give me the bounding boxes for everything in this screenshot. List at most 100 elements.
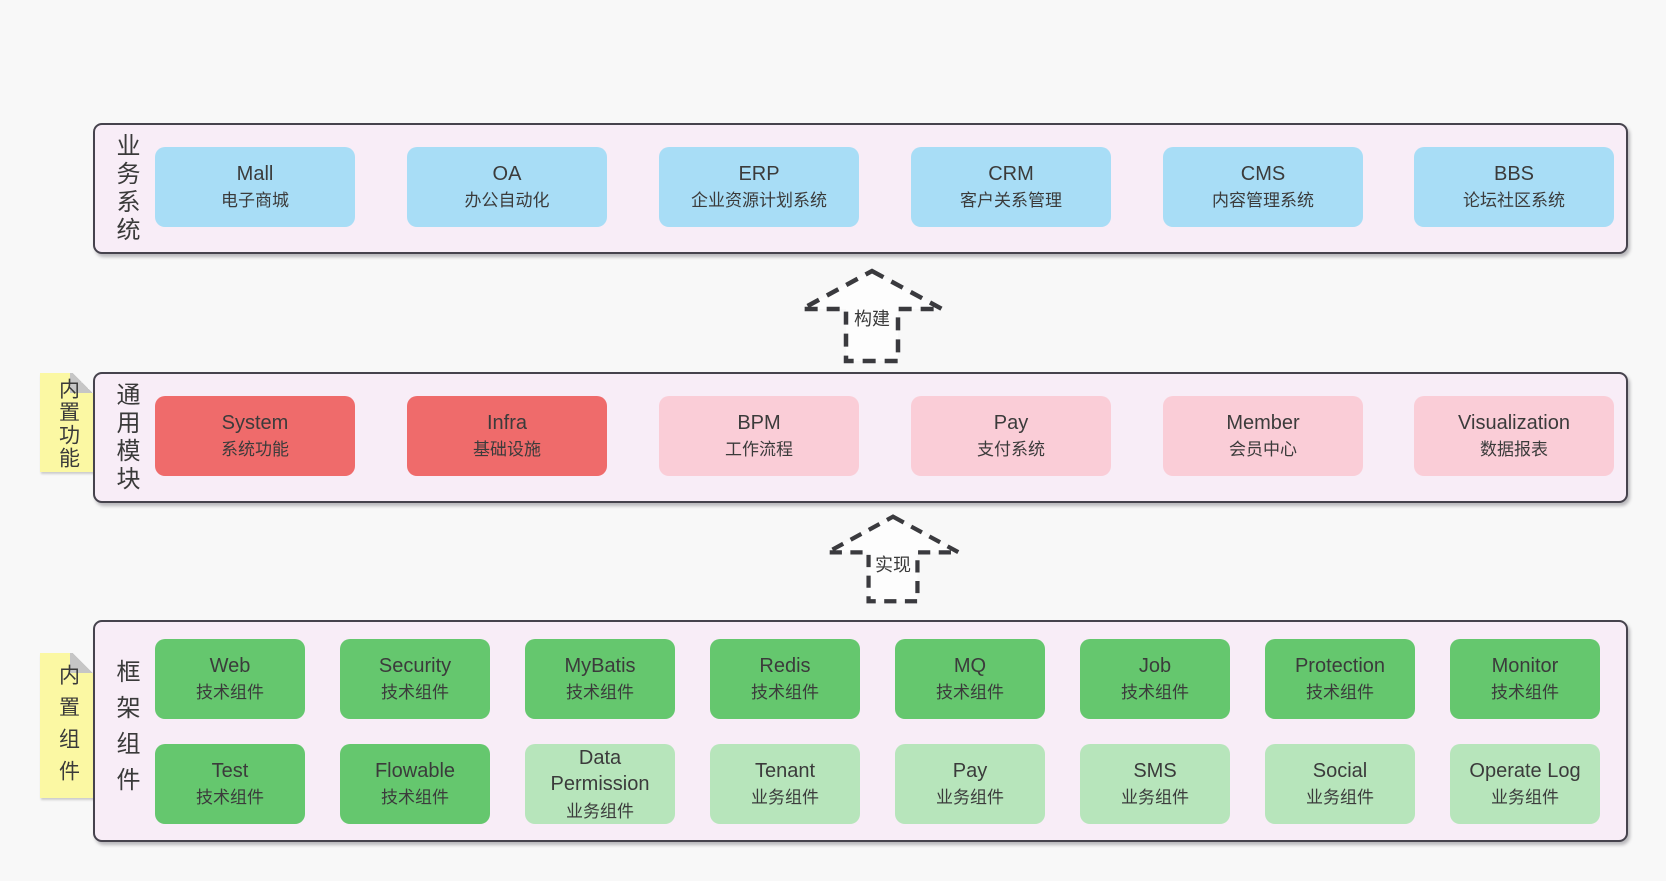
box-subtitle: 技术组件 — [196, 683, 264, 703]
box-subtitle: 企业资源计划系统 — [691, 191, 827, 211]
box-title: System — [221, 412, 289, 435]
box-title: Operate Log — [1469, 760, 1581, 783]
box-job: Job 技术组件 — [1080, 639, 1230, 719]
sticky-note-builtin-features: 内置功能 — [40, 373, 95, 472]
folded-corner-icon — [70, 373, 95, 393]
box-title: Monitor — [1491, 655, 1559, 678]
folded-corner-icon — [70, 653, 95, 673]
box-subtitle: 工作流程 — [725, 440, 793, 460]
section-label: 通用模块 — [112, 381, 139, 494]
box-visualization: Visualization 数据报表 — [1414, 396, 1614, 476]
box-subtitle: 内容管理系统 — [1212, 191, 1314, 211]
box-title: Redis — [759, 655, 811, 678]
box-title: Tenant — [754, 760, 816, 783]
box-tenant: Tenant 业务组件 — [710, 744, 860, 824]
box-subtitle: 业务组件 — [1121, 788, 1189, 808]
box-subtitle: 电子商城 — [221, 191, 289, 211]
box-protection: Protection 技术组件 — [1265, 639, 1415, 719]
box-title: Security — [378, 655, 452, 678]
box-subtitle: 技术组件 — [936, 683, 1004, 703]
box-title: BBS — [1493, 163, 1535, 186]
box-subtitle: 技术组件 — [381, 788, 449, 808]
box-title: Flowable — [374, 760, 456, 783]
box-erp: ERP 企业资源计划系统 — [659, 147, 859, 227]
box-system: System 系统功能 — [155, 396, 355, 476]
box-bpm: BPM 工作流程 — [659, 396, 859, 476]
box-subtitle: 系统功能 — [221, 440, 289, 460]
box-subtitle: 业务组件 — [566, 801, 634, 821]
box-subtitle: 技术组件 — [566, 683, 634, 703]
up-arrow-build: 构建 — [797, 266, 947, 366]
box-title: SMS — [1133, 760, 1177, 783]
section-label: 业务系统 — [112, 132, 139, 245]
box-subtitle: 客户关系管理 — [960, 191, 1062, 211]
box-subtitle: 基础设施 — [473, 440, 541, 460]
box-monitor: Monitor 技术组件 — [1450, 639, 1600, 719]
section-framework-components: 框架组件 Web 技术组件 Security 技术组件 MyBatis 技术组件… — [93, 620, 1628, 842]
box-crm: CRM 客户关系管理 — [911, 147, 1111, 227]
box-title: Web — [209, 655, 251, 678]
sticky-label: 内置功能 — [56, 378, 80, 471]
box-title: Pay — [952, 760, 988, 783]
section-label: 框架组件 — [112, 659, 139, 803]
box-subtitle: 技术组件 — [1306, 683, 1374, 703]
box-mall: Mall 电子商城 — [155, 147, 355, 227]
box-title: Protection — [1294, 655, 1386, 678]
box-pay-system: Pay 支付系统 — [911, 396, 1111, 476]
box-data-permission: Data Permission 业务组件 — [525, 744, 675, 824]
box-flowable: Flowable 技术组件 — [340, 744, 490, 824]
box-subtitle: 会员中心 — [1229, 440, 1297, 460]
sticky-label: 内置组件 — [56, 664, 80, 793]
box-title: MQ — [953, 655, 987, 678]
box-subtitle: 办公自动化 — [464, 191, 550, 211]
box-mq: MQ 技术组件 — [895, 639, 1045, 719]
box-pay-component: Pay 业务组件 — [895, 744, 1045, 824]
box-member: Member 会员中心 — [1163, 396, 1363, 476]
box-cms: CMS 内容管理系统 — [1163, 147, 1363, 227]
section-business-systems: 业务系统 Mall 电子商城 OA 办公自动化 ERP 企业资源计划系统 CRM… — [93, 123, 1628, 254]
box-title: BPM — [737, 412, 781, 435]
up-arrow-implement: 实现 — [818, 512, 968, 606]
box-security: Security 技术组件 — [340, 639, 490, 719]
box-redis: Redis 技术组件 — [710, 639, 860, 719]
box-mybatis: MyBatis 技术组件 — [525, 639, 675, 719]
box-subtitle: 业务组件 — [936, 788, 1004, 808]
box-social: Social 业务组件 — [1265, 744, 1415, 824]
arrow-label: 实现 — [872, 550, 914, 578]
box-subtitle: 论坛社区系统 — [1463, 191, 1565, 211]
box-subtitle: 技术组件 — [1491, 683, 1559, 703]
box-title: Mall — [236, 163, 274, 186]
box-title: Pay — [993, 412, 1029, 435]
box-subtitle: 技术组件 — [1121, 683, 1189, 703]
arrow-label: 构建 — [851, 304, 893, 332]
box-subtitle: 技术组件 — [751, 683, 819, 703]
box-title: CRM — [988, 163, 1034, 186]
box-title: OA — [492, 163, 522, 186]
box-oa: OA 办公自动化 — [407, 147, 607, 227]
box-title: MyBatis — [564, 655, 636, 678]
box-sms: SMS 业务组件 — [1080, 744, 1230, 824]
box-bbs: BBS 论坛社区系统 — [1414, 147, 1614, 227]
box-subtitle: 业务组件 — [1306, 788, 1374, 808]
box-subtitle: 技术组件 — [196, 788, 264, 808]
box-subtitle: 业务组件 — [751, 788, 819, 808]
box-test: Test 技术组件 — [155, 744, 305, 824]
box-title: Data Permission — [550, 746, 650, 796]
box-title: Test — [211, 760, 249, 783]
box-title: Member — [1226, 412, 1300, 435]
box-title: CMS — [1240, 163, 1286, 186]
box-title: Social — [1312, 760, 1368, 783]
box-web: Web 技术组件 — [155, 639, 305, 719]
sticky-note-builtin-components: 内置组件 — [40, 653, 95, 798]
box-subtitle: 数据报表 — [1480, 440, 1548, 460]
box-subtitle: 业务组件 — [1491, 788, 1559, 808]
section-common-modules: 通用模块 System 系统功能 Infra 基础设施 BPM 工作流程 Pay… — [93, 372, 1628, 503]
box-subtitle: 技术组件 — [381, 683, 449, 703]
box-title: Visualization — [1458, 412, 1570, 435]
box-operate-log: Operate Log 业务组件 — [1450, 744, 1600, 824]
box-title: Infra — [486, 412, 528, 435]
box-subtitle: 支付系统 — [977, 440, 1045, 460]
box-title: ERP — [738, 163, 780, 186]
box-title: Job — [1138, 655, 1172, 678]
